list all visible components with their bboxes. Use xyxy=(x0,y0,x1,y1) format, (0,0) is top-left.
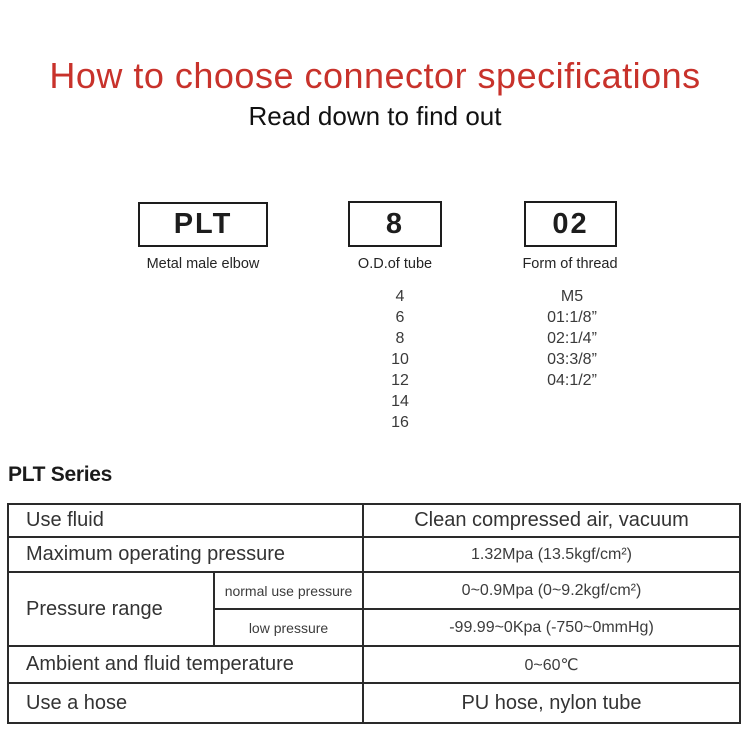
temperature-label: Ambient and fluid temperature xyxy=(7,645,364,684)
normal-pressure-label: normal use pressure xyxy=(213,571,364,610)
tube-option: 10 xyxy=(391,351,409,368)
hose-label: Use a hose xyxy=(7,682,364,724)
use-fluid-label: Use fluid xyxy=(7,503,364,538)
use-fluid-value: Clean compressed air, vacuum xyxy=(362,503,741,538)
thread-option: 02:1/4” xyxy=(547,330,597,347)
pressure-range-label: Pressure range xyxy=(7,571,215,647)
thread-option: 04:1/2” xyxy=(547,372,597,389)
table-row-low-pressure: low pressure -99.99~0Kpa (-750~0mmHg) xyxy=(8,608,741,647)
series-heading: PLT Series xyxy=(8,463,112,486)
model-code-tube: 8 xyxy=(385,207,405,240)
tube-option: 16 xyxy=(391,414,409,431)
spec-table: Use fluid Clean compressed air, vacuum M… xyxy=(7,503,741,724)
max-pressure-value: 1.32Mpa (13.5kgf/cm²) xyxy=(362,536,741,573)
page-title: How to choose connector specifications xyxy=(49,55,701,96)
model-code-series-box: PLT xyxy=(138,202,268,247)
low-pressure-label: low pressure xyxy=(213,608,364,647)
table-row-normal-pressure: Pressure range normal use pressure 0~0.9… xyxy=(7,571,741,647)
max-pressure-label: Maximum operating pressure xyxy=(7,536,364,573)
tube-option: 14 xyxy=(391,393,409,410)
table-row-temperature: Ambient and fluid temperature 0~60℃ xyxy=(7,645,741,684)
thread-option: 03:3/8” xyxy=(547,351,597,368)
thread-form-label: Form of thread xyxy=(522,256,618,272)
tube-option: 8 xyxy=(395,330,405,347)
tube-option: 12 xyxy=(391,372,409,389)
tube-od-label: O.D.of tube xyxy=(357,256,433,272)
tube-option: 4 xyxy=(395,288,405,305)
page-subtitle: Read down to find out xyxy=(248,101,502,131)
thread-form-options: M5 01:1/8” 02:1/4” 03:3/8” 04:1/2” xyxy=(502,286,642,391)
tube-option: 6 xyxy=(395,309,405,326)
temperature-value: 0~60℃ xyxy=(362,645,741,684)
hose-value: PU hose, nylon tube xyxy=(362,682,741,724)
thread-option: M5 xyxy=(560,288,584,305)
tube-od-options: 4 6 8 10 12 14 16 xyxy=(330,286,470,433)
table-row-use-fluid: Use fluid Clean compressed air, vacuum xyxy=(7,503,741,538)
table-row-hose: Use a hose PU hose, nylon tube xyxy=(7,682,741,724)
low-pressure-value: -99.99~0Kpa (-750~0mmHg) xyxy=(362,608,741,647)
table-row-max-pressure: Maximum operating pressure 1.32Mpa (13.5… xyxy=(7,536,741,573)
normal-pressure-value: 0~0.9Mpa (0~9.2kgf/cm²) xyxy=(362,571,741,610)
series-description-label: Metal male elbow xyxy=(146,256,260,272)
thread-option: 01:1/8” xyxy=(547,309,597,326)
model-code-thread: 02 xyxy=(552,207,589,240)
model-code-tube-box: 8 xyxy=(348,201,442,247)
model-code-series: PLT xyxy=(173,208,233,240)
model-code-thread-box: 02 xyxy=(524,201,617,247)
